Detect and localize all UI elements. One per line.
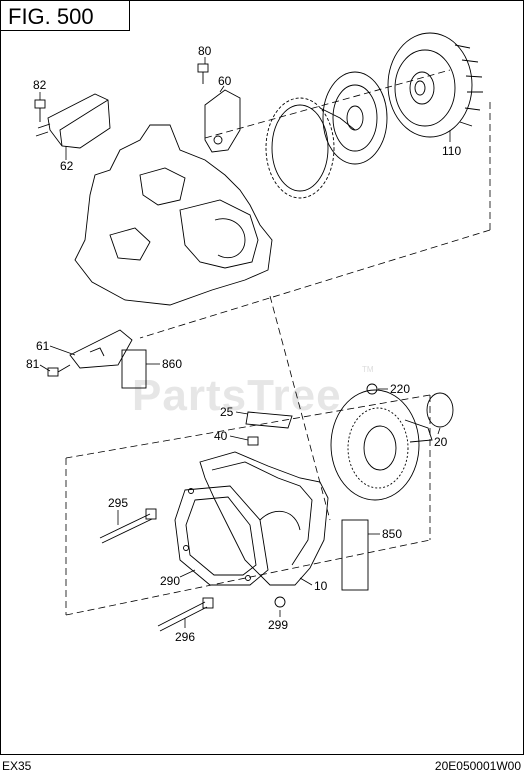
callout-10: 10 bbox=[314, 579, 328, 593]
bolt-296-shape bbox=[157, 597, 214, 632]
assembly-guide-lines bbox=[65, 69, 491, 616]
leader-lines bbox=[39, 57, 451, 628]
figure-title-box bbox=[0, 0, 130, 31]
footer-code: 20E050001W00 bbox=[435, 759, 521, 773]
recoil-starter-shape bbox=[330, 389, 433, 501]
part-61-shape bbox=[69, 329, 133, 369]
starter-cup-shape bbox=[319, 71, 388, 165]
callout-62: 62 bbox=[60, 159, 74, 173]
bolt-80-shape bbox=[197, 63, 209, 84]
footer-model: EX35 bbox=[2, 759, 32, 773]
nut-220-shape bbox=[366, 383, 378, 395]
watermark: PartsTree bbox=[132, 371, 342, 420]
flywheel-shape bbox=[387, 32, 483, 138]
part-25-shape bbox=[245, 411, 293, 429]
callout-220: 220 bbox=[390, 382, 410, 396]
part-850-shape bbox=[341, 519, 369, 591]
bracket-60-shape bbox=[204, 89, 241, 153]
callout-110: 110 bbox=[442, 144, 461, 158]
callout-25: 25 bbox=[220, 405, 234, 419]
callout-299: 299 bbox=[268, 618, 288, 632]
callout-20: 20 bbox=[434, 435, 448, 449]
bolt-40-shape bbox=[247, 436, 259, 446]
callout-295: 295 bbox=[108, 496, 128, 510]
bolt-295-shape bbox=[99, 508, 157, 544]
callout-82: 82 bbox=[33, 78, 47, 92]
callout-61: 61 bbox=[36, 339, 50, 353]
callout-40: 40 bbox=[214, 429, 228, 443]
bolt-81-shape bbox=[47, 364, 71, 377]
part-860-shape bbox=[121, 349, 147, 389]
nut-299-shape bbox=[274, 596, 286, 608]
watermark-trademark: TM bbox=[362, 365, 374, 374]
plate-290-shape bbox=[174, 485, 269, 586]
callout-296: 296 bbox=[175, 630, 195, 644]
bracket-62-shape bbox=[35, 93, 111, 149]
ring-gear-shape bbox=[265, 97, 335, 199]
blower-housing-shape bbox=[199, 451, 329, 586]
figure-title: FIG. 500 bbox=[8, 4, 94, 29]
callout-80: 80 bbox=[198, 44, 212, 58]
bolt-82-shape bbox=[34, 99, 46, 122]
callout-81: 81 bbox=[26, 357, 40, 371]
callout-60: 60 bbox=[218, 74, 232, 88]
callout-290: 290 bbox=[160, 574, 180, 588]
callout-850: 850 bbox=[382, 527, 402, 541]
callout-860: 860 bbox=[162, 357, 182, 371]
engine-block bbox=[74, 124, 273, 306]
cap-20-shape bbox=[426, 392, 454, 428]
